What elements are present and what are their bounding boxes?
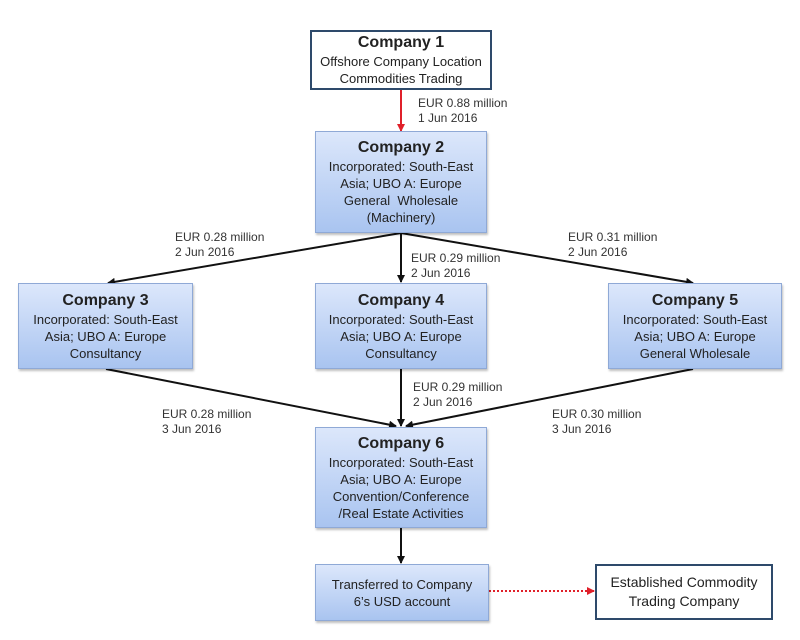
node-company-6: Company 6 Incorporated: South-East Asia;…	[315, 427, 487, 528]
edge-amount: EUR 0.31 million	[568, 230, 658, 244]
edge-amount: EUR 0.29 million	[411, 251, 501, 265]
node-line: 6’s USD account	[353, 593, 451, 609]
edge-date: 2 Jun 2016	[568, 245, 628, 259]
edge-label-c2-c4: EUR 0.29 million 2 Jun 2016	[411, 251, 500, 281]
edge-amount: EUR 0.88 million	[418, 96, 508, 110]
node-line: Incorporated: South-East	[33, 311, 178, 327]
node-line: Consultancy	[69, 345, 142, 361]
edge-date: 3 Jun 2016	[162, 422, 222, 436]
edge-c3-c6	[105, 368, 397, 429]
node-line: Asia; UBO A: Europe	[340, 471, 462, 487]
edge-label-c2-c3: EUR 0.28 million 2 Jun 2016	[175, 230, 264, 260]
node-title: Company 2	[357, 139, 445, 156]
node-line: General Wholesale	[639, 345, 751, 361]
node-title: Company 5	[651, 291, 739, 309]
node-company-3: Company 3 Incorporated: South-East Asia;…	[18, 283, 193, 369]
edge-label-c3-c6: EUR 0.28 million 3 Jun 2016	[162, 407, 251, 437]
edge-amount: EUR 0.30 million	[552, 407, 642, 421]
edge-amount: EUR 0.28 million	[162, 407, 252, 421]
edge-amount: EUR 0.28 million	[175, 230, 265, 244]
edge-date: 2 Jun 2016	[411, 266, 471, 280]
node-company-1: Company 1 Offshore Company Location Comm…	[310, 30, 492, 90]
edge-date: 3 Jun 2016	[552, 422, 612, 436]
edge-c5-c6	[405, 368, 694, 429]
node-title: Company 3	[62, 291, 149, 309]
node-line: General Wholesale	[343, 193, 459, 208]
node-line: Incorporated: South-East	[328, 311, 474, 327]
node-title: Company 6	[357, 434, 445, 452]
node-line: Trading Company	[628, 593, 740, 609]
node-usd-account: Transferred to Company 6’s USD account	[315, 564, 489, 621]
node-line: Transferred to Company	[331, 576, 473, 592]
edge-c2-c3	[107, 232, 402, 286]
edge-date: 2 Jun 2016	[413, 395, 473, 409]
edge-date: 1 Jun 2016	[418, 111, 478, 125]
node-line: (Machinery)	[366, 210, 436, 225]
node-line: Asia; UBO A: Europe	[44, 328, 167, 344]
node-line: Established Commodity	[610, 574, 758, 590]
edge-c2-c5	[400, 232, 694, 286]
node-line: Asia; UBO A: Europe	[340, 328, 462, 344]
edge-label-c1-c2: EUR 0.88 million 1 Jun 2016	[418, 96, 507, 126]
node-company-2: Company 2 Incorporated: South-East Asia;…	[315, 131, 487, 233]
edge-date: 2 Jun 2016	[175, 245, 235, 259]
edge-label-c5-c6: EUR 0.30 million 3 Jun 2016	[552, 407, 641, 437]
node-line: Asia; UBO A: Europe	[340, 176, 462, 191]
node-established-company: Established Commodity Trading Company	[595, 564, 773, 620]
edge-amount: EUR 0.29 million	[413, 380, 503, 394]
node-company-4: Company 4 Incorporated: South-East Asia;…	[315, 283, 487, 369]
node-line: Offshore Company Location	[320, 54, 482, 69]
node-line: Incorporated: South-East	[328, 454, 474, 470]
node-line: Incorporated: South-East	[622, 311, 768, 327]
node-title: Company 4	[357, 291, 445, 309]
node-title: Company 1	[357, 34, 445, 51]
node-line: Convention/Conference	[332, 488, 470, 504]
edge-label-c4-c6: EUR 0.29 million 2 Jun 2016	[413, 380, 502, 410]
node-company-5: Company 5 Incorporated: South-East Asia;…	[608, 283, 782, 369]
node-line: Asia; UBO A: Europe	[634, 328, 756, 344]
node-line: /Real Estate Activities	[338, 505, 464, 521]
edge-label-c2-c5: EUR 0.31 million 2 Jun 2016	[568, 230, 657, 260]
node-line: Commodities Trading	[339, 71, 463, 86]
node-line: Consultancy	[365, 345, 437, 361]
node-line: Incorporated: South-East	[328, 159, 474, 174]
